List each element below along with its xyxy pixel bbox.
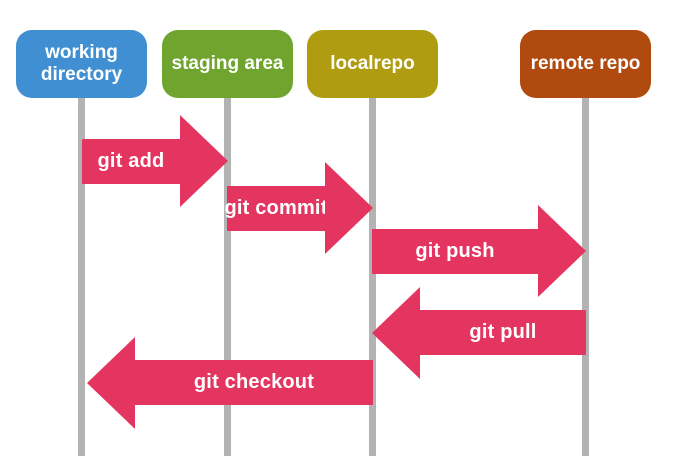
- box-staging-area-label: staging area: [171, 52, 284, 74]
- box-working-directory-label: working directory: [40, 41, 123, 85]
- arrow-git-add-label: git add: [97, 150, 165, 172]
- box-staging-area: staging area: [162, 30, 293, 98]
- arrow-git-checkout-head-icon: [87, 337, 135, 429]
- arrow-git-pull-head-icon: [372, 287, 420, 379]
- arrow-git-checkout-label: git checkout: [193, 371, 315, 393]
- lifeline-localrepo: [369, 96, 376, 456]
- arrow-git-push-label: git push: [415, 240, 495, 262]
- arrow-git-pull: git pull: [420, 310, 586, 355]
- arrow-git-commit: git commit: [224, 186, 328, 231]
- lifeline-staging-area: [224, 96, 231, 456]
- arrow-git-pull-label: git pull: [469, 321, 537, 343]
- box-localrepo-label: localrepo: [330, 52, 415, 74]
- arrow-git-commit-head-icon: [325, 162, 373, 254]
- arrow-git-add: git add: [82, 139, 180, 184]
- box-remote-repo: remote repo: [520, 30, 651, 98]
- arrow-git-checkout: git checkout: [135, 360, 373, 405]
- arrow-git-add-head-icon: [180, 115, 228, 207]
- arrow-git-commit-label: git commit: [224, 197, 328, 219]
- box-remote-repo-label: remote repo: [530, 52, 641, 74]
- arrow-git-push-head-icon: [538, 205, 586, 297]
- box-working-directory: working directory: [16, 30, 147, 98]
- arrow-git-push: git push: [372, 229, 538, 274]
- lifeline-working-directory: [78, 96, 85, 456]
- box-localrepo: localrepo: [307, 30, 438, 98]
